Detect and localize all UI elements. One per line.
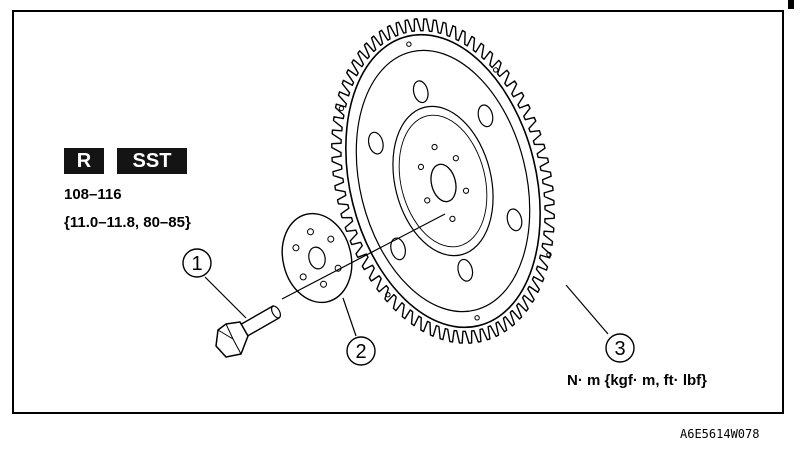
ring-gear-flywheel-icon	[331, 18, 555, 344]
callout-1: 1	[182, 248, 212, 278]
figure-frame	[12, 10, 784, 414]
repair-badge: R	[64, 148, 104, 174]
figure-code: A6E5614W078	[680, 427, 760, 441]
units-legend: N· m {kgf· m, ft· lbf}	[567, 372, 707, 389]
assembly-centerline	[281, 213, 446, 300]
callout-3: 3	[605, 333, 635, 363]
sst-badge: SST	[117, 148, 187, 174]
callout-number: 2	[355, 341, 366, 363]
torque-nm-value: 108–116	[64, 186, 122, 203]
page-corner-mark	[788, 0, 794, 9]
callout-number: 1	[191, 253, 202, 275]
callout-2: 2	[346, 336, 376, 366]
callout-leader-2	[342, 297, 357, 337]
bolt-icon	[215, 305, 282, 358]
callout-leader-1	[204, 276, 247, 319]
callout-leader-3	[565, 284, 609, 335]
callout-number: 3	[614, 338, 625, 360]
washer-plate-icon	[281, 212, 353, 304]
torque-alt-units-value: {11.0–11.8, 80–85}	[64, 214, 191, 231]
